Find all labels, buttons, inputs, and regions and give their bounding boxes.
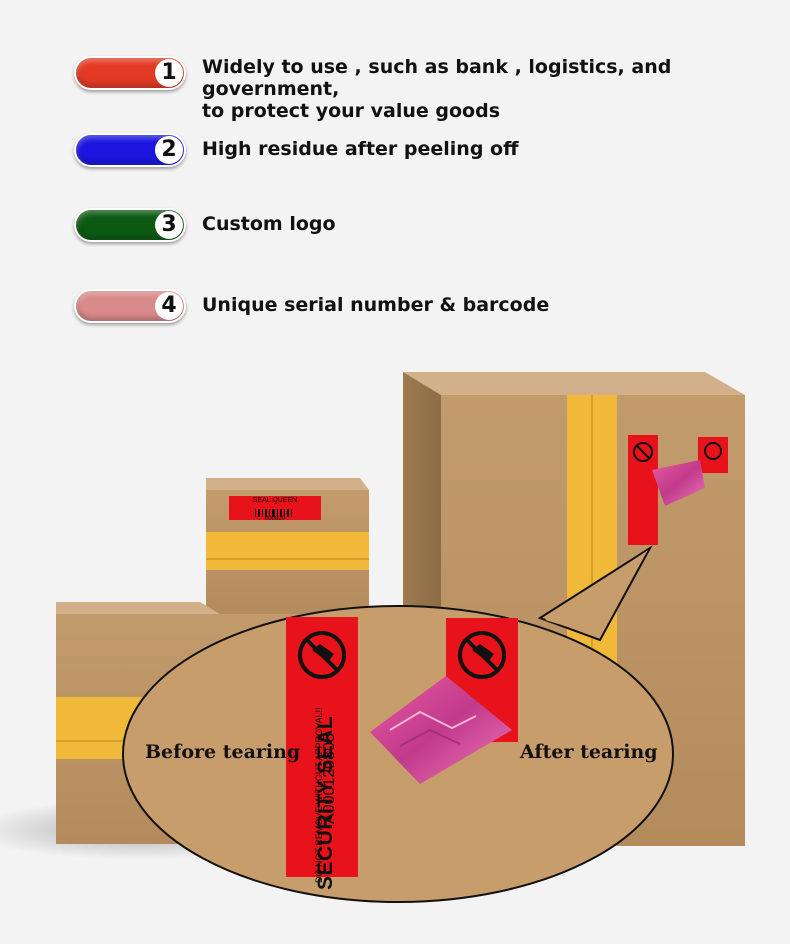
small-box-label-text: SEAL QUEEN	[252, 497, 298, 504]
holo-residue	[370, 676, 512, 784]
feature-4-text: Unique serial number & barcode	[202, 294, 550, 316]
feature-4: 4 Unique serial number & barcode	[74, 289, 549, 323]
seal-serial: A000120808	[321, 733, 338, 824]
feature-2-text: High residue after peeling off	[202, 138, 519, 160]
feature-3-pill: 3	[74, 208, 186, 242]
small-box-serial-text: 000820	[264, 516, 286, 522]
feature-3-text: Custom logo	[202, 213, 336, 235]
after-tearing-label: After tearing	[520, 741, 658, 763]
feature-4-number: 4	[155, 292, 183, 320]
before-tearing-label: Before tearing	[145, 741, 301, 763]
feature-3: 3 Custom logo	[74, 208, 336, 242]
feature-3-number: 3	[155, 211, 183, 239]
large-box-holo-residue	[652, 460, 705, 506]
feature-1-text: Widely to use , such as bank , logistics…	[202, 56, 672, 122]
feature-2-number: 2	[155, 136, 183, 164]
feature-1-number: 1	[155, 59, 183, 87]
medium-box	[206, 478, 369, 620]
barcode	[255, 509, 292, 517]
seal-after	[370, 618, 518, 784]
feature-2-pill: 2	[74, 133, 186, 167]
seal-before	[286, 617, 358, 877]
medium-box-tape	[206, 532, 369, 558]
feature-1-pill: 1	[74, 56, 186, 90]
feature-2: 2 High residue after peeling off	[74, 133, 519, 167]
feature-4-pill: 4	[74, 289, 186, 323]
feature-1: 1 Widely to use , such as bank , logisti…	[74, 56, 790, 122]
